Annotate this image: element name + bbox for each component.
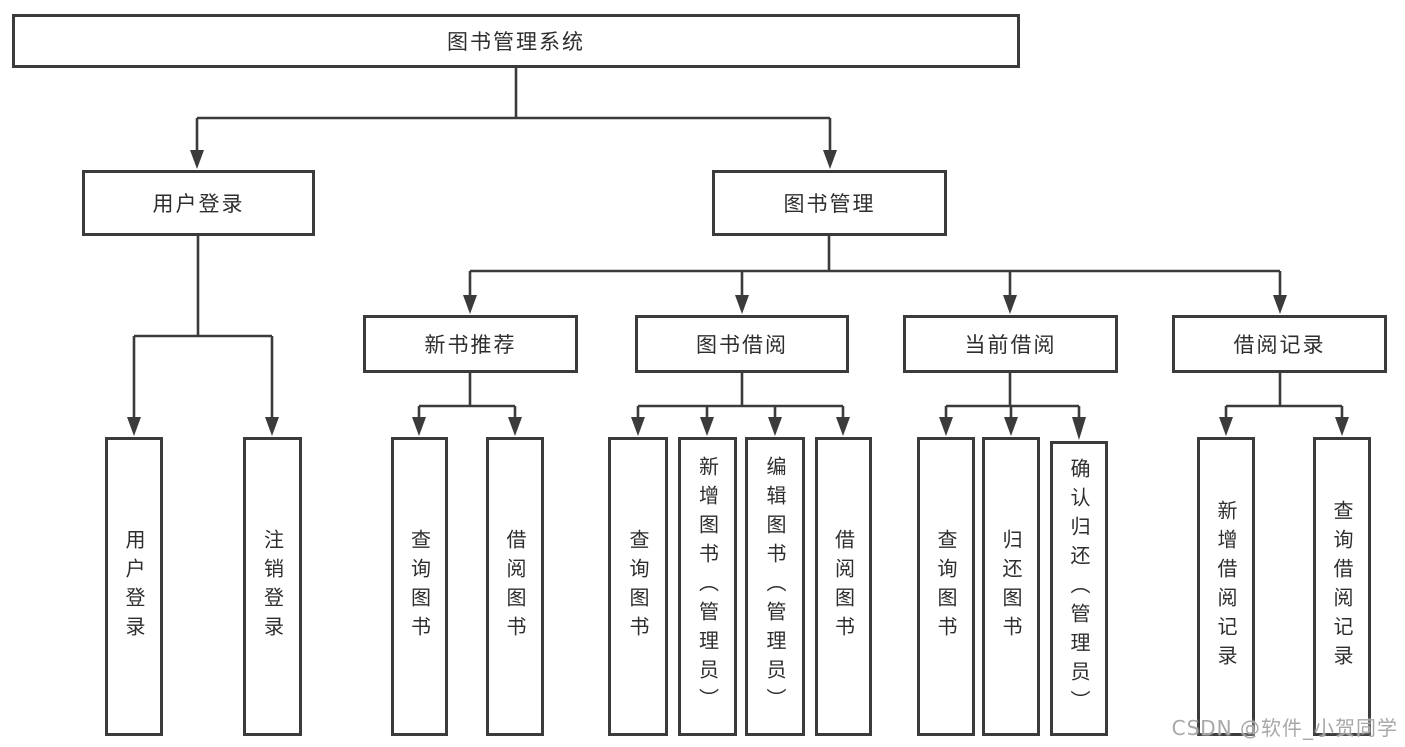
node-new-book-recommend-label: 新书推荐 xyxy=(424,333,517,357)
watermark: CSDN @软件_小贺同学 xyxy=(1171,716,1398,740)
node-root-label: 图书管理系统 xyxy=(447,30,585,54)
leaf-logout-login: 注销登录 xyxy=(243,437,302,736)
leaf-add-book-admin: 新增图书（管理员） xyxy=(678,437,737,736)
leaf-user-login-label: 用户登录 xyxy=(122,528,146,645)
leaf-confirm-return-admin-label: 确认归还（管理员） xyxy=(1067,458,1091,719)
leaf-edit-book-admin-label: 编辑图书（管理员） xyxy=(763,456,787,717)
node-user-login: 用户登录 xyxy=(82,170,315,236)
leaf-query-books-2-label: 查询图书 xyxy=(626,528,650,645)
leaf-add-borrow-record-label: 新增借阅记录 xyxy=(1214,499,1238,674)
node-book-management-label: 图书管理 xyxy=(783,192,876,216)
node-current-borrow-label: 当前借阅 xyxy=(964,333,1057,357)
leaf-borrow-books-1: 借阅图书 xyxy=(486,437,544,736)
node-borrow-records-label: 借阅记录 xyxy=(1233,333,1326,357)
leaf-confirm-return-admin: 确认归还（管理员） xyxy=(1050,441,1108,736)
leaf-edit-book-admin: 编辑图书（管理员） xyxy=(745,437,805,736)
node-book-borrow-label: 图书借阅 xyxy=(696,333,788,357)
leaf-add-book-admin-label: 新增图书（管理员） xyxy=(695,456,720,717)
node-book-borrow: 图书借阅 xyxy=(635,315,849,373)
leaf-add-borrow-record: 新增借阅记录 xyxy=(1197,437,1255,736)
leaf-query-books-1: 查询图书 xyxy=(391,437,448,736)
leaf-return-book-label: 归还图书 xyxy=(999,528,1023,645)
leaf-logout-login-label: 注销登录 xyxy=(260,528,285,645)
node-user-login-label: 用户登录 xyxy=(152,192,245,216)
node-borrow-records: 借阅记录 xyxy=(1172,315,1387,373)
node-new-book-recommend: 新书推荐 xyxy=(363,315,578,373)
leaf-return-book: 归还图书 xyxy=(982,437,1040,736)
leaf-query-books-3-label: 查询图书 xyxy=(934,528,958,645)
leaf-query-books-1-label: 查询图书 xyxy=(407,528,432,645)
leaf-query-books-2: 查询图书 xyxy=(608,437,668,736)
node-root: 图书管理系统 xyxy=(12,14,1020,68)
node-current-borrow: 当前借阅 xyxy=(903,315,1118,373)
leaf-query-borrow-record: 查询借阅记录 xyxy=(1313,437,1371,736)
leaf-query-borrow-record-label: 查询借阅记录 xyxy=(1330,499,1354,674)
leaf-borrow-books-2: 借阅图书 xyxy=(815,437,872,736)
leaf-query-books-3: 查询图书 xyxy=(917,437,975,736)
leaf-borrow-books-1-label: 借阅图书 xyxy=(503,528,527,645)
leaf-borrow-books-2-label: 借阅图书 xyxy=(831,528,856,645)
leaf-user-login: 用户登录 xyxy=(105,437,163,736)
node-book-management: 图书管理 xyxy=(712,170,947,236)
